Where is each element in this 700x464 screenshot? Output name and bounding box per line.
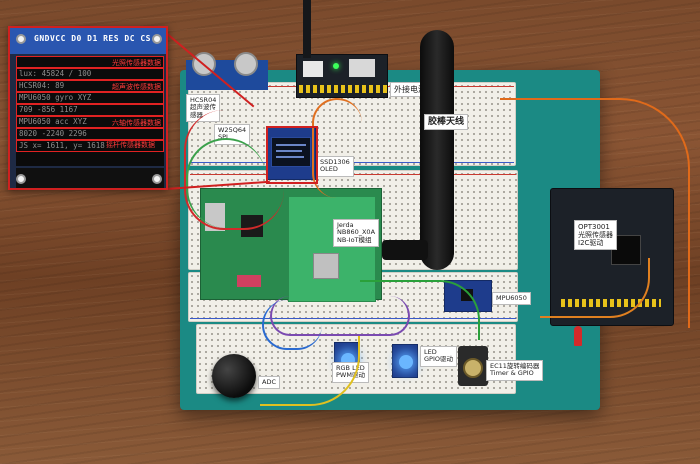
yellow-header-pins [299,85,387,93]
oled-line-6-tag: 六轴传感器数据 [112,119,161,127]
power-rail-blue-2 [190,318,516,319]
encoder-label-line2: Timer & GPIO [490,369,534,378]
nb-iot-label-line3: NB-IoT模组 [337,235,372,244]
oled-line-1: 光照传感器数据 [16,56,164,68]
mount-hole-br [152,174,162,184]
power-led [333,63,339,69]
nb-iot-label-line2: NB860_X0A [337,228,376,237]
opt3001-label: OPT3001 光照传感器 I2C驱动 [574,220,617,251]
encoder-knob [463,358,483,378]
wire-green-2 [360,280,480,340]
w25q64-label-line1: W25Q64 [218,126,247,134]
dc-jack [303,61,323,77]
oled-line-4: MPU6050 gyro XYZ [16,92,164,104]
power-module [296,54,388,98]
mount-hole-tr [152,34,162,44]
oled-screen: 光照传感器数据 lux: 45824 / 100 HCSR04: 89 超声波传感… [16,56,164,166]
wire-blue-1 [262,300,322,350]
dip-switch [237,275,261,287]
oled-line-4-text: MPU6050 gyro XYZ [19,93,92,102]
oled-line-7-text: 8020 -2240 2296 [19,129,87,138]
led-gpio-module [392,344,418,378]
oled-bottom-tag: 摇杆传感器数据 [106,141,155,149]
red-led [574,326,582,346]
oled-line-2: lux: 45824 / 100 [16,68,164,80]
opt3001-label-line2: 光照传感器 [578,231,613,240]
oled-line-3: HCSR04: 89 超声波传感数据 [16,80,164,92]
encoder-label-line1: EC11旋转编码器 [490,362,540,370]
opt3001-label-line1: OPT3001 [578,223,610,231]
ultrasonic-transducer-right [234,52,258,76]
oled-line-8-text: JS x= 1611, y= 1618 [19,141,105,150]
led-gpio-label: LED GPIO驱动 [420,346,457,367]
oled-highlight-box [266,126,318,184]
wire-orange-bottom [540,258,650,318]
wire-orange-right [500,98,690,328]
oled-line-3-tag: 超声波传感数据 [112,83,161,91]
oled-line-5: 709 -856 1167 [16,104,164,116]
nb-iot-label-line1: Jerda [337,221,354,229]
hcsr04-label-line2: 超声波传 [190,103,216,112]
oled-line-6: MPU6050 acc XYZ 六轴传感器数据 [16,116,164,128]
power-cable [303,0,311,58]
rubber-antenna [420,30,454,270]
rf-shield-can [313,253,339,279]
oled-line-5-text: 709 -856 1167 [19,105,78,114]
mount-hole-tl [16,34,26,44]
led-gpio-label-line1: LED [424,348,437,356]
oled-zoom-inset: GNDVCC D0 D1 RES DC CS 光照传感器数据 lux: 4582… [8,26,168,190]
hcsr04-label-line1: HCSR04 [190,96,217,104]
joystick [212,354,256,398]
nb-iot-label: Jerda NB860_X0A NB-IoT模组 [333,219,380,248]
oled-line-7: 8020 -2240 2296 [16,128,164,140]
hcsr04-label-line3: 感器 [190,110,203,119]
mount-hole-bl [16,174,26,184]
oled-line-3-text: HCSR04: 89 [19,81,65,90]
oled-line-1-tag: 光照传感器数据 [112,59,161,67]
wire-orange-1 [312,98,362,198]
oled-line-6-text: MPU6050 acc XYZ [19,117,87,126]
wire-green-1 [186,138,266,228]
led-gpio-label-line2: GPIO驱动 [424,355,453,364]
oled-line-2-text: lux: 45824 / 100 [19,69,92,78]
oled-bezel-bottom [16,168,164,188]
rotary-encoder [458,346,488,386]
oled-pin-header: GNDVCC D0 D1 RES DC CS [10,28,166,54]
wire-red-1 [184,110,284,230]
oled-line-8: JS x= 1611, y= 1618 [16,140,164,152]
opt3001-label-line3: I2C驱动 [578,239,604,248]
hcsr04-sensor [186,52,268,90]
antenna-base [382,240,428,260]
usb-port [349,59,375,77]
antenna-label: 胶棒天线 [424,114,469,131]
gpio-led-light [399,355,413,369]
encoder-label: EC11旋转编码器 Timer & GPIO [486,360,544,381]
